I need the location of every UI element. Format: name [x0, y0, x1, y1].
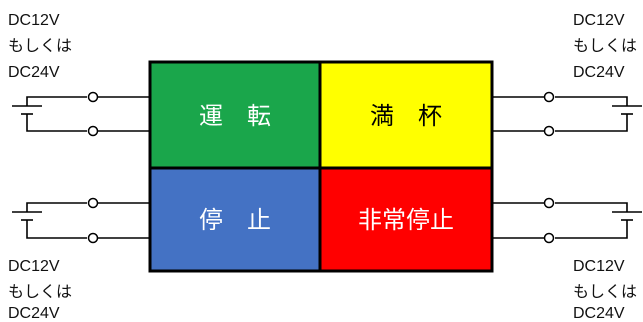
stop-cell [150, 168, 320, 271]
run-cell [150, 62, 320, 168]
full-label: 満 杯 [370, 102, 442, 130]
supply-label-top-left: DC12V もしくは DC24V [8, 12, 72, 81]
battery-circuit-bottom-left [12, 197, 150, 244]
emergency-stop-cell [320, 168, 492, 271]
supply-voltage-1: DC12V [8, 258, 60, 275]
supply-voltage-2: DC24V [8, 64, 60, 81]
terminal [87, 91, 99, 103]
supply-voltage-1: DC12V [573, 258, 625, 275]
supply-label-bottom-left: DC12V もしくは DC24V [8, 258, 72, 322]
supply-or: もしくは [8, 37, 72, 55]
supply-voltage-1: DC12V [8, 12, 60, 29]
terminal [543, 91, 555, 103]
terminal [87, 197, 99, 209]
battery-circuit-bottom-right [492, 197, 642, 244]
supply-label-top-right: DC12V もしくは DC24V [573, 12, 637, 81]
indicator-panel: 運 転 満 杯 停 止 非常停止 [148, 60, 494, 273]
supply-voltage-2: DC24V [8, 305, 60, 322]
supply-voltage-2: DC24V [573, 305, 625, 322]
supply-voltage-1: DC12V [573, 12, 625, 29]
supply-or: もしくは [8, 283, 72, 301]
terminal [87, 232, 99, 244]
supply-or: もしくは [573, 37, 637, 55]
battery-circuit-top-right [492, 91, 642, 137]
supply-label-bottom-right: DC12V もしくは DC24V [573, 258, 637, 322]
full-cell [320, 62, 492, 168]
stop-label: 停 止 [199, 206, 271, 234]
emergency-stop-label: 非常停止 [358, 206, 454, 234]
terminal [543, 197, 555, 209]
battery-circuit-top-left [12, 91, 150, 137]
run-label: 運 転 [199, 102, 271, 130]
terminal [543, 232, 555, 244]
supply-or: もしくは [573, 283, 637, 301]
supply-voltage-2: DC24V [573, 64, 625, 81]
terminal [87, 125, 99, 137]
terminal [543, 125, 555, 137]
